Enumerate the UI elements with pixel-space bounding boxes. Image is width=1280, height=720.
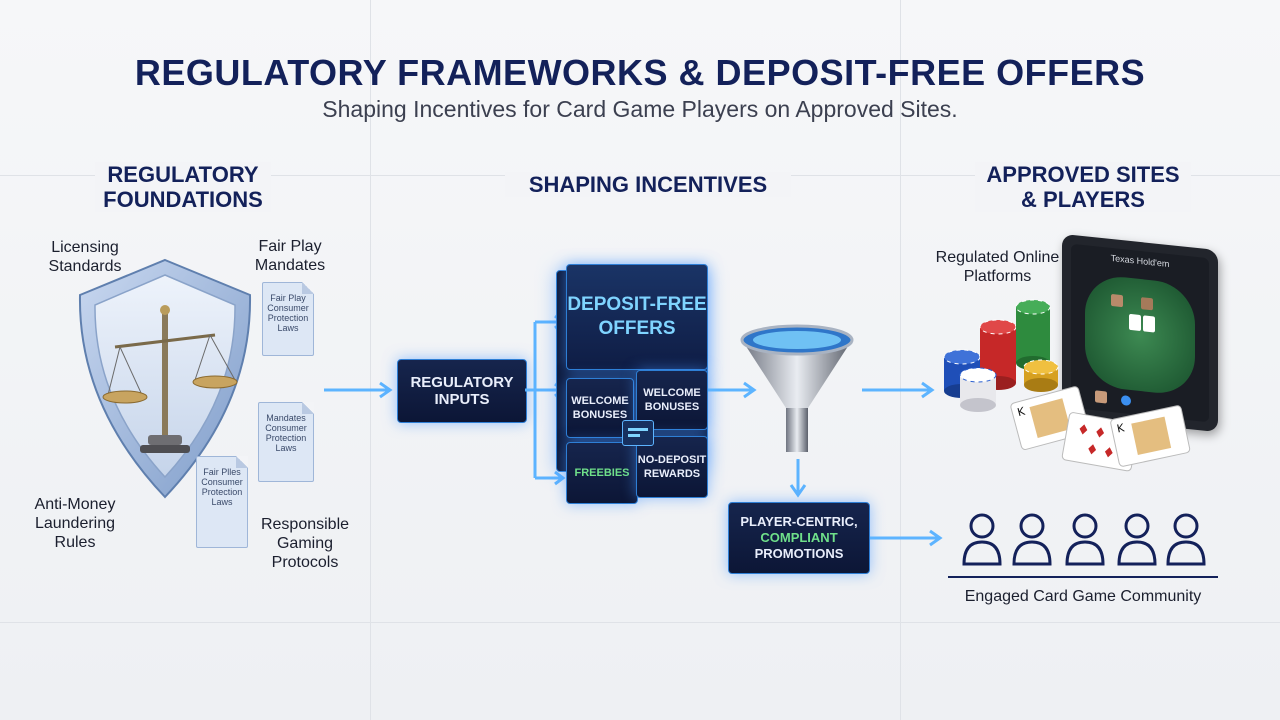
promo-line-2: COMPLIANT [760,530,838,545]
regulatory-inputs-box: REGULATORY INPUTS [397,359,527,423]
promo-line-3: PROMOTIONS [754,546,844,561]
document-mandates: Mandates Consumer Protection Laws [258,402,314,482]
playing-card-icon [1129,313,1141,332]
arrow-right-icon [708,381,757,399]
player-centric-promotions-box: PLAYER-CENTRIC, COMPLIANT PROMOTIONS [728,502,870,574]
document-fair-play: Fair Play Consumer Protection Laws [262,282,314,356]
label-anti-money-laundering: Anti-Money Laundering Rules [34,496,116,551]
tablet-title: Texas Hold'em [1110,252,1170,270]
community-divider [948,576,1218,578]
person-icon [1012,513,1052,566]
label-licensing-standards: Licensing Standards [48,239,122,275]
person-icon [1166,513,1206,566]
playing-cards-icon: K ♦ ♦ ♦ ♦ K [1010,386,1191,472]
welcome-bonuses-box: WELCOME BONUSES [636,370,708,430]
person-icon [962,513,1002,566]
svg-text:K: K [1116,421,1127,435]
grid-divider [0,622,1280,623]
document-consumer-protection: Fair Plles Consumer Protection Laws [196,456,248,548]
community-icons [960,512,1210,568]
label-engaged-community: Engaged Card Game Community [964,588,1202,605]
column-heading-regulatory-foundations: REGULATORY FOUNDATIONS [95,162,271,212]
promo-line-1: PLAYER-CENTRIC, [740,514,858,529]
arrow-right-icon [324,381,393,399]
playing-card-icon [1143,315,1155,333]
label-regulated-platforms: Regulated Online Platforms [935,249,1060,285]
arrow-right-icon [862,381,935,399]
grid-divider [900,0,901,720]
page-title: REGULATORY FRAMEWORKS & DEPOSIT-FREE OFF… [134,52,1146,93]
person-icon [1065,513,1105,566]
label-responsible-gaming: Responsible Gaming Protocols [260,516,350,571]
player-avatar-icon [1111,293,1123,308]
deposit-free-offers-box: DEPOSIT-FREE OFFERS [566,264,708,370]
page-subtitle: Shaping Incentives for Card Game Players… [322,96,958,122]
column-heading-shaping-incentives: SHAPING INCENTIVES [505,172,791,197]
player-avatar-icon [1141,297,1153,311]
svg-text:K: K [1016,404,1027,419]
poker-chips-icon [943,299,1059,412]
funnel-icon [740,324,854,452]
freebies-box: FREEBIES [566,442,638,504]
svg-text:♦ ♦: ♦ ♦ [1076,422,1108,443]
person-icon [1117,513,1157,566]
svg-text:♦ ♦: ♦ ♦ [1084,441,1116,462]
shield-scales-icon [78,258,252,499]
label-fair-play-mandates: Fair Play Mandates [254,238,326,274]
card-icon [622,420,654,446]
arrow-right-icon [870,529,943,547]
no-deposit-rewards-box: NO-DEPOSIT REWARDS [636,436,708,498]
arrow-down-icon [789,459,807,498]
poker-table [1085,273,1195,397]
column-heading-approved-sites: APPROVED SITES & PLAYERS [975,162,1191,212]
grid-divider [370,0,371,720]
